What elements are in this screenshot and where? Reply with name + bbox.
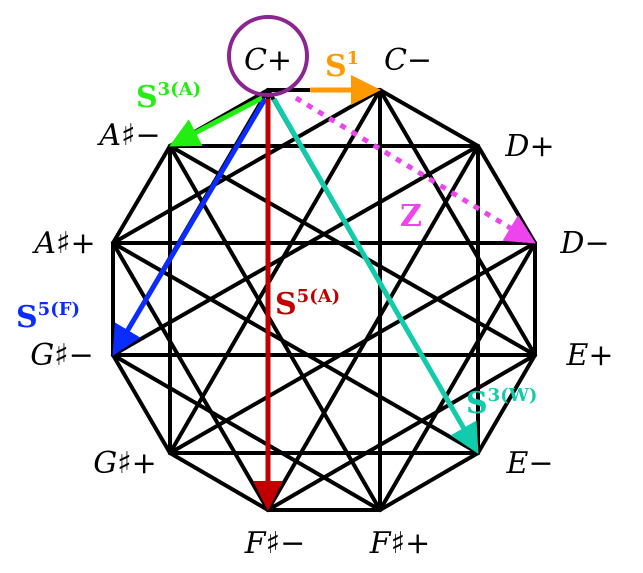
edge-E+-C- bbox=[378, 88, 537, 357]
vertex-label-e-minor: E− bbox=[505, 446, 553, 481]
vertex-label-c-major: C+ bbox=[244, 43, 292, 78]
edge-A#+-E- bbox=[111, 241, 480, 455]
op-label-s5f: S5(F) bbox=[16, 299, 80, 335]
edge-E+-E- bbox=[476, 353, 537, 455]
edge-F#+-A#- bbox=[168, 144, 382, 512]
vertex-label-e-major: E+ bbox=[565, 338, 613, 373]
edge-E+-F#- bbox=[266, 353, 537, 512]
vertex-label-gsharp-major: G♯+ bbox=[93, 446, 157, 481]
arrow-s3w bbox=[271, 97, 479, 454]
op-label-z: Z bbox=[400, 199, 422, 234]
edge-G#+-D- bbox=[168, 241, 537, 455]
operation-arrows bbox=[112, 75, 536, 511]
vertex-label-gsharp-minor: G♯− bbox=[30, 338, 94, 373]
vertex-label-c-minor: C− bbox=[384, 43, 432, 78]
arrow-s5f bbox=[112, 97, 268, 356]
op-label-s1: S1 bbox=[325, 48, 359, 84]
op-label-s3a: S3(A) bbox=[136, 79, 201, 115]
edge-F#+-E- bbox=[378, 451, 480, 512]
vertex-label-asharp-major: A♯+ bbox=[31, 226, 95, 261]
edge-D+-C- bbox=[378, 88, 480, 148]
vertex-label-fsharp-minor: F♯− bbox=[244, 526, 305, 561]
edge-A#+-C- bbox=[111, 88, 382, 245]
edge-D+-F#- bbox=[266, 144, 480, 512]
edge-G#+-F#- bbox=[168, 451, 270, 512]
vertex-label-fsharp-major: F♯+ bbox=[369, 526, 430, 561]
vertex-label-d-minor: D− bbox=[559, 226, 609, 261]
highlight-circle bbox=[227, 15, 309, 97]
edge-G#+-C- bbox=[168, 88, 382, 455]
edge-F#+-D- bbox=[378, 241, 537, 512]
vertex-labels: C+ C− D+ D− E+ E− F♯+ F♯− G♯+ G♯− A♯+ A♯… bbox=[30, 43, 613, 561]
edge-D+-G#- bbox=[111, 144, 480, 357]
op-label-s5a: S5(A) bbox=[275, 286, 340, 322]
edge-G#+-G#- bbox=[111, 353, 172, 455]
edge-A#+-F#- bbox=[111, 241, 270, 512]
graph-edges bbox=[111, 88, 537, 512]
edge-E+-A#- bbox=[168, 144, 537, 357]
operation-labels: S1 S3(A) S5(F) S5(A) S3(W) Z bbox=[16, 48, 537, 421]
vertex-label-d-major: D+ bbox=[504, 129, 554, 164]
edge-A#+-A#- bbox=[111, 144, 172, 245]
op-label-s3w: S3(W) bbox=[466, 385, 537, 421]
arrow-s3a bbox=[169, 95, 264, 147]
vertex-label-asharp-minor: A♯− bbox=[96, 118, 160, 153]
edge-F#+-G#- bbox=[111, 353, 382, 512]
